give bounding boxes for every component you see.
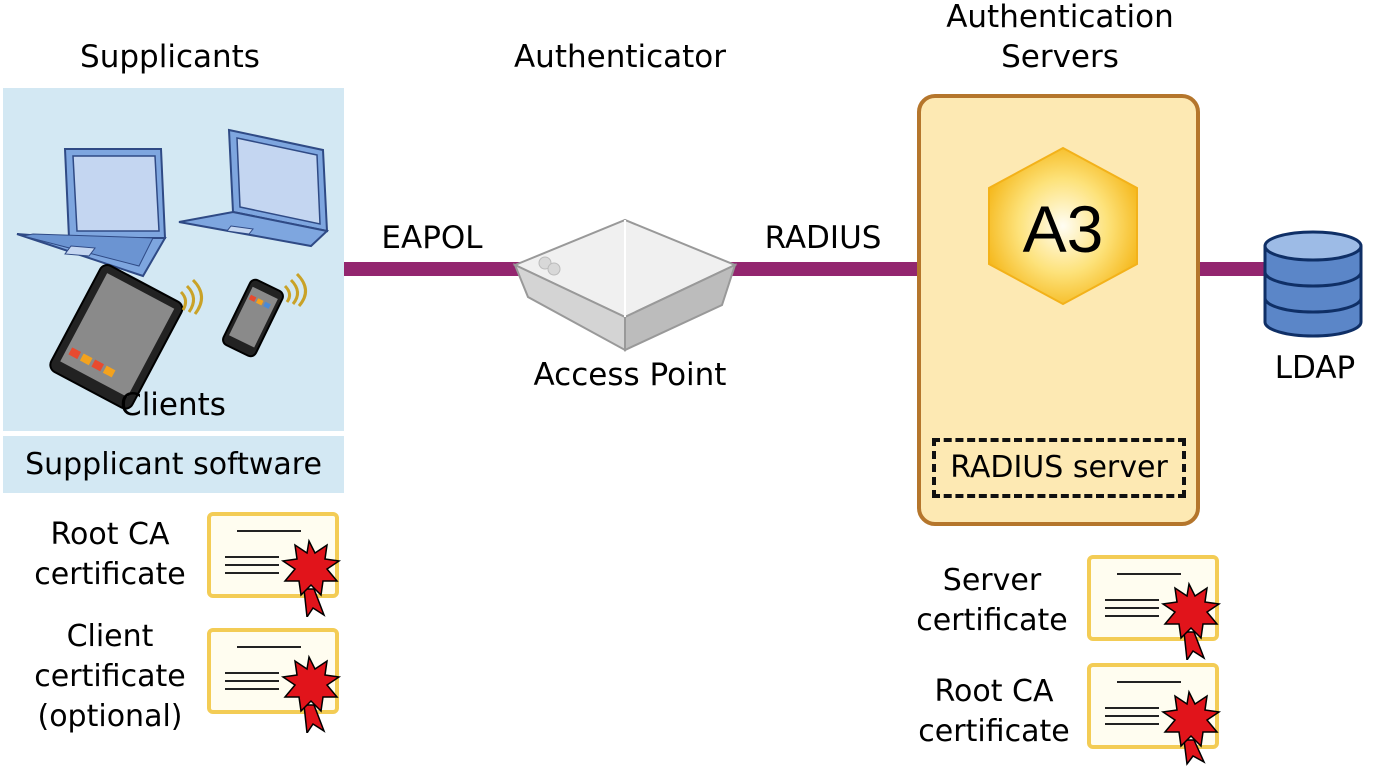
client-cert-label-line1: Client	[66, 619, 154, 654]
auth-servers-heading-line2: Servers	[1001, 39, 1119, 75]
server-cert-label-line1: Server	[942, 563, 1042, 598]
certificate-icon	[1087, 555, 1222, 660]
eapol-label: EAPOL	[381, 220, 483, 256]
authentication-server-box: A3	[917, 94, 1200, 526]
authenticator-heading: Authenticator	[513, 39, 727, 75]
radius-label: RADIUS	[764, 220, 882, 256]
phone-icon	[222, 278, 284, 358]
access-point-label: Access Point	[533, 357, 727, 393]
laptop-icon	[178, 128, 330, 248]
a3-logo-text: A3	[1023, 192, 1104, 266]
certificate-icon	[207, 512, 342, 617]
access-point-icon	[512, 218, 738, 352]
root-ca-right-label-line1: Root CA	[934, 674, 1054, 709]
ldap-database-icon	[1263, 230, 1363, 338]
ldap-label: LDAP	[1274, 350, 1356, 386]
auth-servers-heading-line1: Authentication	[946, 0, 1174, 35]
root-ca-right-label-line2: certificate	[918, 714, 1070, 749]
eapol-wire	[344, 262, 524, 276]
supplicant-software-panel: Supplicant software	[3, 436, 344, 493]
client-devices-illustration	[16, 128, 330, 410]
a3-logo: A3	[988, 146, 1138, 306]
wifi-signal-icon	[179, 278, 203, 315]
radius-wire	[722, 262, 918, 276]
client-cert-label-line2: certificate	[34, 659, 186, 694]
server-cert-label-line2: certificate	[916, 603, 1068, 638]
laptop-icon	[16, 148, 167, 278]
root-ca-left-label-line2: certificate	[34, 557, 186, 592]
certificate-icon	[207, 628, 342, 733]
ldap-wire	[1200, 262, 1266, 276]
wifi-signal-icon	[283, 272, 307, 307]
clients-panel: Clients	[3, 88, 344, 431]
supplicants-heading: Supplicants	[80, 39, 260, 75]
client-cert-label-line3: (optional)	[37, 699, 183, 734]
radius-server-box: RADIUS server	[932, 438, 1186, 498]
clients-label: Clients	[120, 387, 226, 423]
root-ca-left-label-line1: Root CA	[50, 517, 170, 552]
certificate-icon	[1087, 663, 1222, 766]
tablet-icon	[49, 264, 184, 410]
